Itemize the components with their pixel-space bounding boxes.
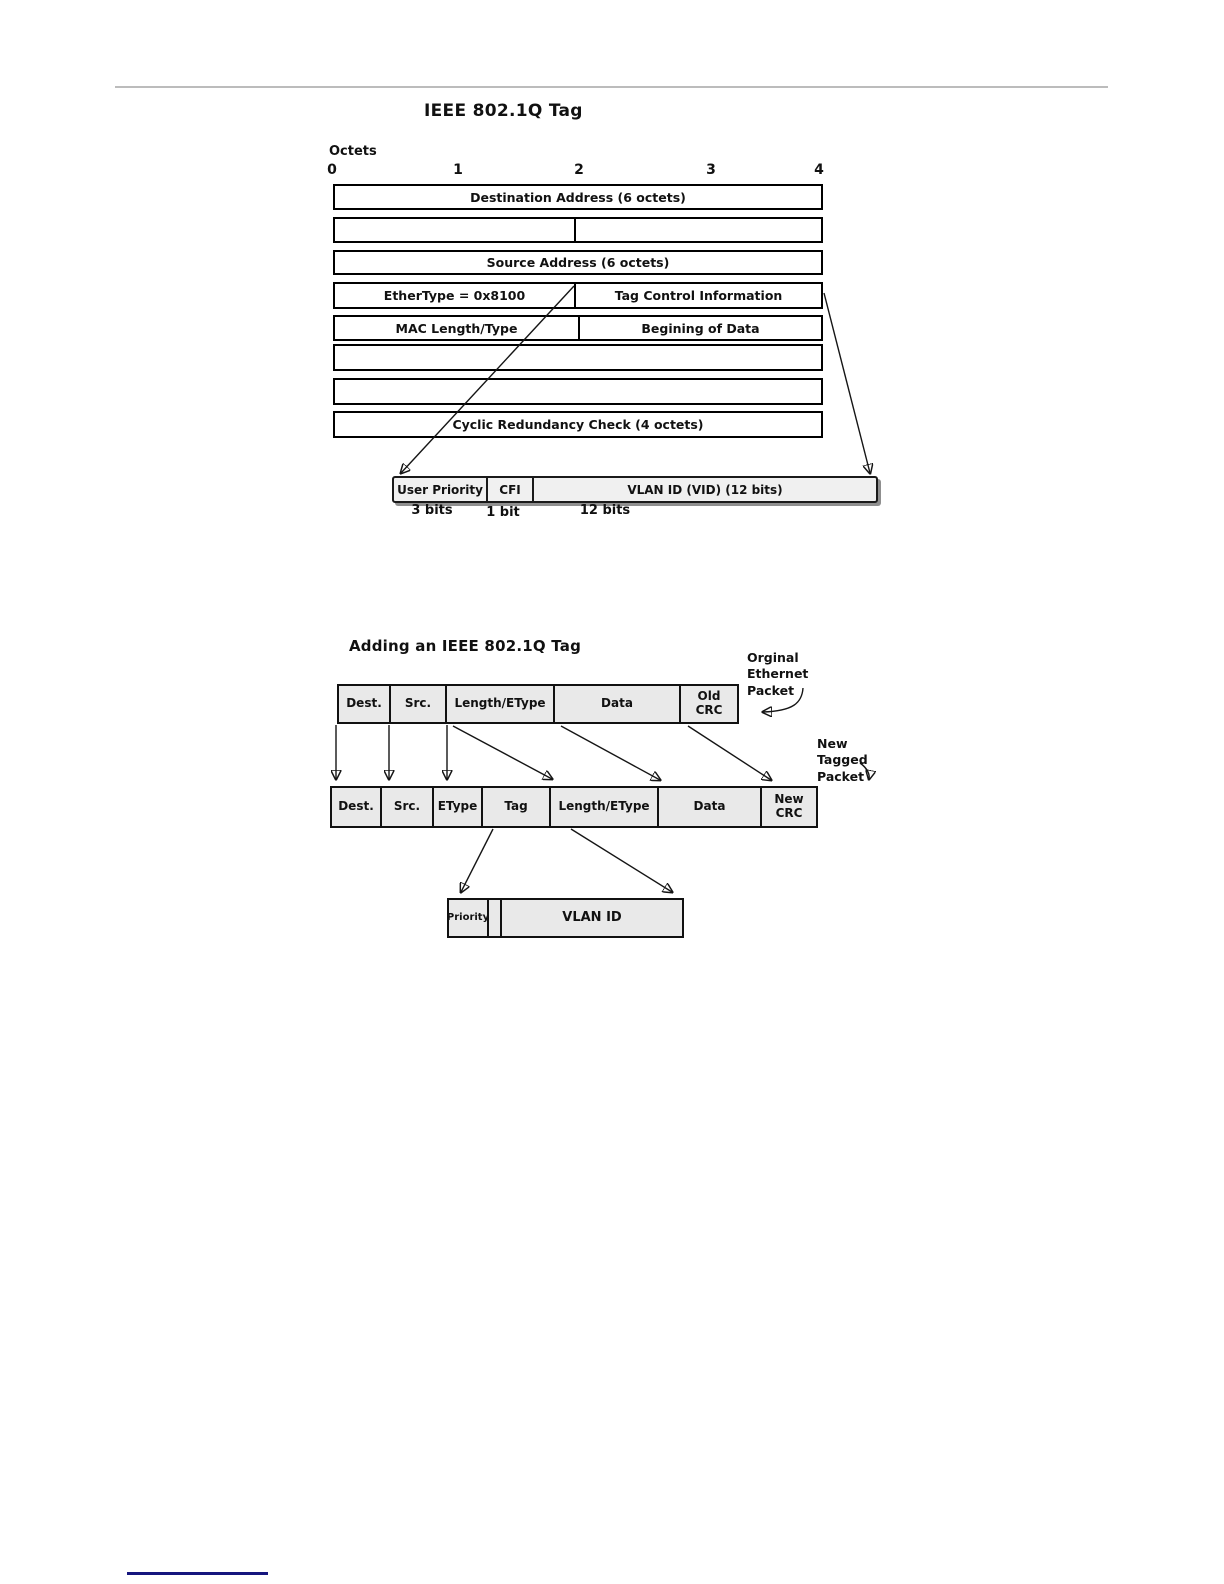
tag-cell-vlan-id: VLAN ID (VID) (12 bits) bbox=[532, 478, 876, 501]
frame-row-destination: Destination Address (6 octets) bbox=[333, 184, 823, 210]
ruler-tick-1: 1 bbox=[453, 162, 463, 178]
frame-cell-ethertype: EtherType = 0x8100 bbox=[333, 282, 576, 309]
frame-cell-begdata: Begining of Data bbox=[578, 315, 823, 341]
bits-label-user-priority: 3 bits bbox=[411, 503, 453, 518]
detail-cell-priority: Priority bbox=[447, 898, 489, 938]
frame-row-maclength-data: MAC Length/Type Begining of Data bbox=[333, 315, 823, 341]
arrow-length-to-tag bbox=[452, 725, 552, 779]
new-cell-data: Data bbox=[657, 786, 762, 828]
frame-cell: Destination Address (6 octets) bbox=[333, 184, 823, 210]
new-cell-etype: EType bbox=[432, 786, 483, 828]
tag-control-detail-box: User Priority CFI VLAN ID (VID) (12 bits… bbox=[392, 476, 878, 503]
original-packet-label: Orginal Ethernet Packet bbox=[747, 650, 809, 698]
header-rule bbox=[115, 86, 1108, 88]
frame-row-source: Source Address (6 octets) bbox=[333, 250, 823, 275]
octet-ruler: 0 1 2 3 4 bbox=[0, 162, 1224, 180]
tag-cell-cfi: CFI bbox=[486, 478, 532, 501]
ruler-tick-0: 0 bbox=[327, 162, 337, 178]
tag-detail-row: Priority VLAN ID bbox=[447, 898, 684, 938]
ruler-tick-4: 4 bbox=[814, 162, 824, 178]
bits-label-vlan-id: 12 bits bbox=[579, 503, 631, 518]
original-cell-length-etype: Length/EType bbox=[445, 684, 555, 724]
bits-label-cfi: 1 bit bbox=[486, 505, 520, 520]
ruler-tick-3: 3 bbox=[706, 162, 716, 178]
original-cell-src: Src. bbox=[389, 684, 447, 724]
frame-cell-tci: Tag Control Information bbox=[574, 282, 823, 309]
new-cell-tag: Tag bbox=[481, 786, 551, 828]
original-packet-row: Dest. Src. Length/EType Data Old CRC bbox=[337, 684, 739, 724]
frame-row-split-empty bbox=[333, 217, 823, 243]
original-cell-dest: Dest. bbox=[337, 684, 391, 724]
diagram2-title: Adding an IEEE 802.1Q Tag bbox=[349, 637, 582, 655]
octets-label: Octets bbox=[329, 144, 377, 159]
tag-cell-user-priority: User Priority bbox=[397, 482, 483, 497]
frame-row-crc: Cyclic Redundancy Check (4 octets) bbox=[333, 411, 823, 438]
frame-cell-maclength: MAC Length/Type bbox=[333, 315, 580, 341]
new-cell-dest: Dest. bbox=[330, 786, 382, 828]
frame-cell bbox=[574, 217, 823, 243]
frame-cell: Cyclic Redundancy Check (4 octets) bbox=[333, 411, 823, 438]
frame-cell bbox=[333, 378, 823, 405]
new-cell-src: Src. bbox=[380, 786, 434, 828]
frame-cell: Source Address (6 octets) bbox=[333, 250, 823, 275]
arrow-oldcrc-to-data bbox=[687, 725, 771, 780]
frame-row-empty-1 bbox=[333, 344, 823, 371]
original-cell-old-crc: Old CRC bbox=[679, 684, 739, 724]
arrow-tci-to-vlan-id bbox=[823, 292, 870, 473]
frame-row-empty-2 bbox=[333, 378, 823, 405]
original-cell-data: Data bbox=[553, 684, 681, 724]
frame-row-ethertype-tci: EtherType = 0x8100 Tag Control Informati… bbox=[333, 282, 823, 309]
detail-cell-vlan-id: VLAN ID bbox=[500, 898, 684, 938]
new-cell-length-etype: Length/EType bbox=[549, 786, 659, 828]
new-packet-label: New Tagged Packet bbox=[817, 736, 868, 784]
arrow-tag-to-priority bbox=[461, 828, 494, 892]
new-cell-new-crc: New CRC bbox=[760, 786, 818, 828]
new-packet-row: Dest. Src. EType Tag Length/EType Data N… bbox=[330, 786, 818, 828]
arrow-data-to-length bbox=[560, 725, 660, 780]
frame-cell bbox=[333, 344, 823, 371]
arrow-tag-to-vlan-id bbox=[570, 828, 672, 892]
frame-cell bbox=[333, 217, 576, 243]
footnote-rule bbox=[127, 1572, 268, 1575]
ruler-tick-2: 2 bbox=[574, 162, 584, 178]
diagram1-title: IEEE 802.1Q Tag bbox=[424, 101, 583, 121]
